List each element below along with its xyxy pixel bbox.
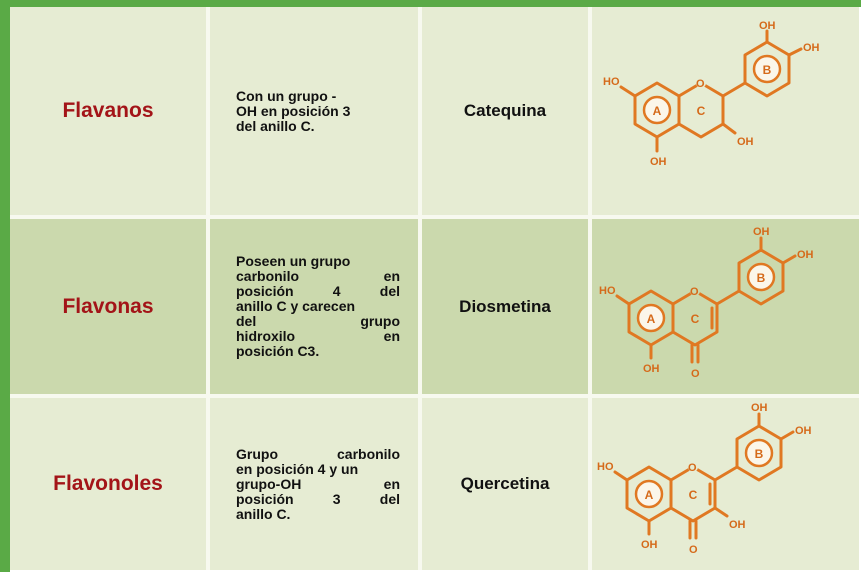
substituent-label: OH — [759, 21, 776, 32]
ring-label-a: A — [644, 488, 653, 502]
substituent-label: HO — [597, 461, 614, 473]
description-line: hidroxilo en — [236, 328, 400, 344]
substituent-label: HO — [599, 285, 616, 297]
quercetina-structure-diagram: A O C O B HO OH OH — [597, 402, 812, 556]
class-name-flavanos: Flavanos — [10, 7, 206, 215]
structure-quercetina: A O C O B HO OH OH — [592, 398, 859, 570]
substituent-label: OH — [729, 519, 746, 531]
description-line: Grupo carbonilo — [236, 445, 400, 462]
description-line: grupo-OH en — [236, 475, 400, 492]
ring-label-c: C — [696, 104, 705, 118]
description-flavonas: Poseen un grupo carbonilo en posición 4 … — [210, 219, 418, 394]
catequina-structure-diagram: A O C B HO OH OH OH OH — [603, 21, 820, 168]
substituent-label: HO — [603, 76, 620, 88]
class-name-flavonas: Flavonas — [10, 219, 206, 394]
ring-oxygen: O — [690, 286, 699, 298]
description-flavanos: Con un grupo - OH en posición 3 del anil… — [210, 7, 418, 215]
description-line: en posición 4 y un — [236, 460, 359, 477]
structure-diosmetina: A O C O B HO OH OH OH — [592, 219, 859, 394]
ring-label-b: B — [762, 63, 771, 77]
compound-diosmetina: Diosmetina — [422, 219, 588, 394]
diosmetina-structure-diagram: A O C O B HO OH OH OH — [599, 226, 814, 380]
description-line: anillo C. — [236, 505, 291, 522]
substituent-label: OH — [737, 136, 754, 148]
substituent-label: OH — [795, 425, 812, 437]
substituent-label: OH — [643, 363, 660, 375]
ring-oxygen: O — [688, 462, 697, 474]
description-line: Poseen un grupo — [236, 253, 351, 269]
compound-catequina: Catequina — [422, 7, 588, 215]
description-line: del anillo C. — [236, 117, 315, 134]
substituent-label: OH — [650, 156, 667, 168]
substituent-label: OH — [803, 42, 820, 54]
class-name-flavonoles: Flavonoles — [10, 398, 206, 570]
description-line: posición 3 del — [236, 490, 400, 507]
description-flavonoles: Grupo carbonilo en posición 4 y un grupo… — [210, 398, 418, 570]
substituent-label: OH — [641, 539, 658, 551]
structure-catequina: A O C B HO OH OH OH OH — [592, 7, 859, 215]
substituent-label: OH — [751, 402, 768, 414]
compound-quercetina: Quercetina — [422, 398, 588, 570]
carbonyl-oxygen: O — [689, 544, 698, 556]
ring-label-c: C — [690, 312, 699, 326]
description-line: del grupo — [236, 313, 400, 329]
description-line: Con un grupo - — [236, 87, 337, 104]
flavonoid-table: Flavanos Con un grupo - OH en posición 3… — [10, 7, 859, 570]
description-line: anillo C y carecen — [236, 298, 356, 314]
ring-label-b: B — [754, 447, 763, 461]
ring-label-a: A — [646, 312, 655, 326]
substituent-label: OH — [753, 226, 770, 238]
substituent-label: OH — [797, 249, 814, 261]
ring-label-b: B — [756, 271, 765, 285]
ring-oxygen: O — [696, 78, 705, 90]
carbonyl-oxygen: O — [691, 368, 700, 380]
description-line: carbonilo en — [236, 268, 400, 284]
description-line: OH en posición 3 — [236, 102, 351, 119]
description-line: posición C3. — [236, 343, 320, 359]
description-line: posición 4 del — [236, 283, 400, 299]
ring-label-c: C — [688, 488, 697, 502]
ring-label-a: A — [652, 104, 661, 118]
